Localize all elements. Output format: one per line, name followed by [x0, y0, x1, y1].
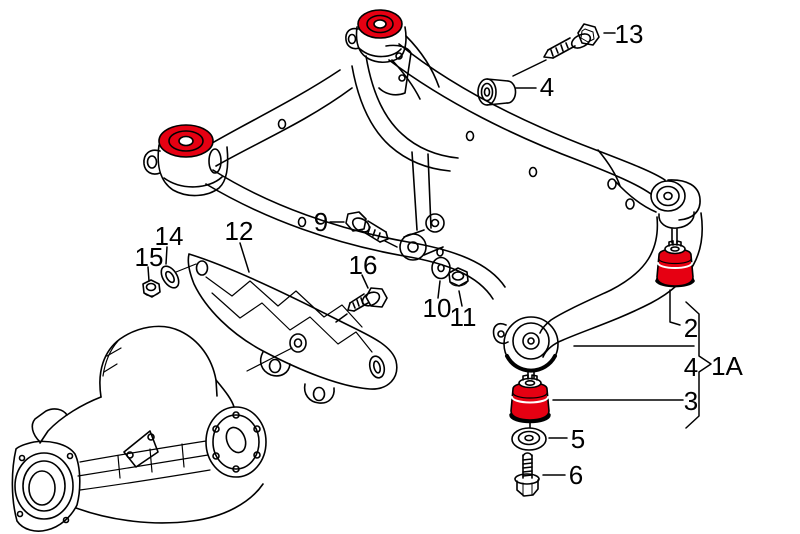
callout-14[interactable]: 14 — [154, 221, 184, 251]
nut-11-drawing — [448, 267, 469, 287]
callout-10[interactable]: 10 — [422, 293, 452, 323]
washer-10-drawing — [431, 256, 451, 280]
callout-6[interactable]: 6 — [568, 460, 584, 490]
bolt-6-drawing — [514, 452, 540, 497]
callout-13[interactable]: 13 — [614, 19, 644, 49]
callout-2[interactable]: 2 — [683, 313, 699, 343]
callout-16[interactable]: 16 — [348, 250, 378, 280]
top-mount-drawing — [345, 9, 440, 100]
callout-12[interactable]: 12 — [224, 216, 254, 246]
callout-5[interactable]: 5 — [570, 424, 586, 454]
washer-14-drawing — [160, 265, 180, 289]
bracket-12-drawing — [175, 253, 398, 404]
bolt-16-drawing — [347, 287, 388, 312]
leader-lines — [147, 32, 712, 476]
bolt-9-drawing — [345, 211, 389, 243]
front-left-bushing-highlight — [158, 124, 214, 158]
bolt-13-drawing — [543, 23, 600, 59]
callout-11[interactable]: 11 — [449, 302, 477, 332]
callout-3[interactable]: 3 — [683, 386, 699, 416]
callout-9[interactable]: 9 — [313, 207, 329, 237]
front-left-mount-drawing — [143, 124, 229, 197]
bushing-3-red-drawing — [509, 374, 551, 428]
callout-15[interactable]: 15 — [134, 242, 164, 272]
top-bushing-highlight — [357, 9, 403, 39]
group-brace-1A — [685, 301, 712, 429]
callout-1A[interactable]: 1A — [711, 351, 743, 381]
subframe-drawing — [143, 9, 703, 379]
washer-5-drawing — [511, 427, 547, 451]
bushing-4-drawing — [477, 78, 517, 106]
differential-drawing — [11, 325, 267, 532]
nut-15-drawing — [142, 279, 161, 298]
callout-4-top[interactable]: 4 — [539, 72, 555, 102]
rear-right-mount-drawing — [650, 179, 701, 244]
front-centre-mount-drawing — [492, 316, 559, 379]
bushing-2-red-drawing — [655, 240, 695, 288]
callout-4-bracket[interactable]: 4 — [683, 352, 699, 382]
